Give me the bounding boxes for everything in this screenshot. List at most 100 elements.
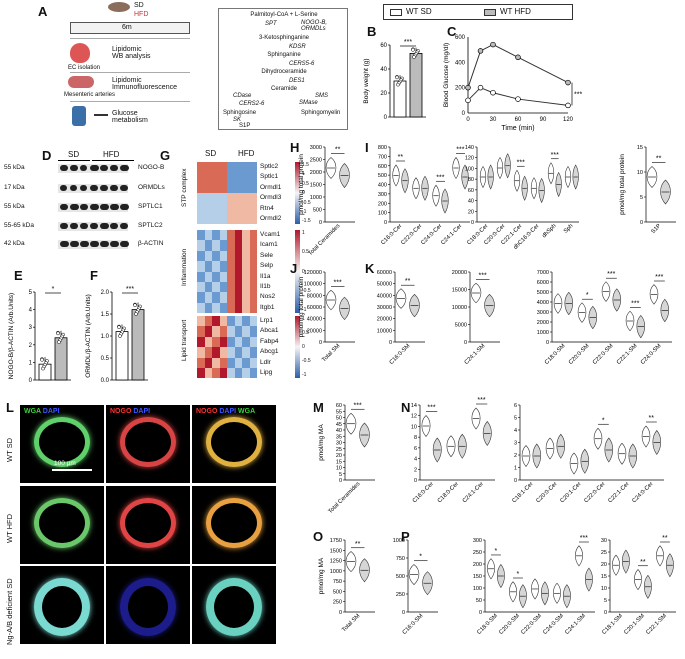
data-point bbox=[515, 54, 521, 61]
sig-label: * bbox=[419, 554, 422, 561]
blot-band bbox=[70, 241, 79, 247]
panel-label-o: O bbox=[313, 529, 324, 544]
data-point bbox=[477, 84, 484, 91]
blot-band bbox=[70, 165, 78, 171]
heatmap-cell bbox=[219, 162, 227, 173]
heatmap-cell bbox=[197, 203, 205, 214]
panel-label-i: I bbox=[365, 140, 369, 155]
heatmap-cell bbox=[227, 193, 235, 204]
y-tick-label: 750 bbox=[333, 579, 342, 585]
heatmap-cell bbox=[234, 302, 242, 314]
heatmap-scale-label: -1 bbox=[302, 307, 307, 314]
legend-sd-swatch bbox=[390, 9, 402, 16]
heatmap-gene-label: Rtn4 bbox=[260, 204, 274, 212]
x-tick-label: C22:0-Cer bbox=[583, 481, 606, 504]
x-tick-label: C20:0-Cer bbox=[535, 481, 558, 504]
x-tick-label: Total SM bbox=[321, 343, 341, 363]
heatmap-cell bbox=[227, 271, 235, 282]
heatmap-cell bbox=[212, 336, 220, 348]
heart-icon bbox=[70, 43, 90, 63]
heatmap-cell bbox=[234, 336, 242, 348]
mouse-label-sd: SD bbox=[134, 2, 144, 9]
y-tick-label: 0 bbox=[29, 378, 33, 384]
y-axis-label: pmol/mg total protein bbox=[298, 154, 305, 215]
data-point bbox=[465, 84, 471, 91]
y-tick-label: 60 bbox=[380, 43, 387, 49]
data-point bbox=[396, 82, 400, 87]
heatmap-cell bbox=[249, 347, 257, 358]
y-tick-label: 100 bbox=[378, 211, 387, 217]
heatmap-cell bbox=[234, 230, 242, 241]
panel-label-k: K bbox=[365, 261, 375, 276]
y-tick-label: 0 bbox=[319, 340, 322, 346]
y-tick-label: 5000 bbox=[537, 290, 549, 296]
y-tick-label: 700 bbox=[378, 154, 387, 160]
heatmap-cell bbox=[204, 182, 212, 194]
blot-band bbox=[110, 241, 119, 247]
sig-label: ** bbox=[640, 559, 646, 566]
heatmap-cell bbox=[249, 230, 257, 241]
heatmap-cell bbox=[197, 316, 205, 327]
y-axis-label: pmol/mg total protein bbox=[298, 276, 305, 337]
x-tick-label: 120 bbox=[563, 117, 574, 123]
heatmap-cell bbox=[227, 282, 235, 293]
heatmap-cell bbox=[227, 347, 235, 358]
data-point bbox=[515, 96, 521, 102]
legend-sd-label: WT SD bbox=[406, 7, 432, 16]
heatmap-cell bbox=[212, 347, 220, 358]
data-point bbox=[565, 102, 571, 109]
y-tick-label: 20000 bbox=[307, 328, 322, 334]
heatmap-cell bbox=[204, 368, 212, 379]
sig-label: ** bbox=[335, 147, 341, 154]
heatmap-cell bbox=[234, 316, 242, 327]
data-point bbox=[490, 41, 496, 48]
heatmap-cell bbox=[212, 250, 220, 262]
artery-icon bbox=[68, 76, 94, 88]
blot-band bbox=[100, 223, 109, 229]
y-tick-label: 5 bbox=[604, 598, 607, 604]
y-tick-label: 20 bbox=[380, 91, 387, 97]
x-tick-label: C20:1-SM bbox=[623, 613, 646, 636]
panel-label-j: J bbox=[290, 261, 298, 276]
y-tick-label: 5 bbox=[29, 290, 33, 296]
timeline-duration: 6m bbox=[122, 24, 132, 31]
blot-band bbox=[90, 223, 98, 229]
blot-kda-label: 17 kDa bbox=[4, 184, 25, 191]
heatmap-cell bbox=[204, 193, 212, 204]
heatmap-cell bbox=[234, 250, 242, 262]
sig-label: * bbox=[494, 548, 497, 555]
sig-label: ** bbox=[662, 535, 668, 542]
sig-label: *** bbox=[404, 39, 412, 46]
sig-label: ** bbox=[649, 415, 655, 422]
heatmap-cell bbox=[197, 182, 205, 194]
sphingolipid-pathway: Palmitoyl-CoA + L-Serine SPT NOGO-B, ORM… bbox=[218, 8, 348, 130]
y-tick-label: 800 bbox=[378, 145, 387, 151]
y-tick-label: 20 bbox=[336, 453, 342, 459]
x-tick-label: C24:1-SM bbox=[564, 613, 587, 636]
pathway-sphinganine: Sphinganine bbox=[267, 52, 301, 58]
y-tick-label: 2 bbox=[29, 343, 33, 349]
y-tick-label: 7000 bbox=[537, 270, 549, 276]
y-tick-label: 6000 bbox=[537, 280, 549, 286]
pathway-sms: SMS bbox=[315, 93, 329, 99]
y-tick-label: 250 bbox=[396, 592, 405, 598]
blot-header-hfd: HFD bbox=[103, 150, 120, 159]
y-axis-label: pmol/mg MA bbox=[318, 557, 325, 594]
heatmap-cell bbox=[197, 214, 205, 225]
step-glucose: Glucose metabolism bbox=[112, 110, 148, 124]
heatmap-cell bbox=[227, 240, 235, 251]
heatmap-cell bbox=[219, 292, 227, 303]
heatmap-cell bbox=[197, 302, 205, 314]
heatmap-colorbar bbox=[295, 316, 300, 379]
heatmap-gene-label: Abca1 bbox=[260, 327, 279, 335]
heatmap-cell bbox=[234, 347, 242, 358]
heatmap-colorbar bbox=[295, 162, 300, 225]
mouse-icon-sd bbox=[108, 2, 130, 12]
heatmap-cell bbox=[219, 261, 227, 272]
heatmap-header: HFD bbox=[238, 149, 255, 158]
heatmap-cell bbox=[204, 271, 212, 282]
sig-label: *** bbox=[334, 280, 342, 287]
